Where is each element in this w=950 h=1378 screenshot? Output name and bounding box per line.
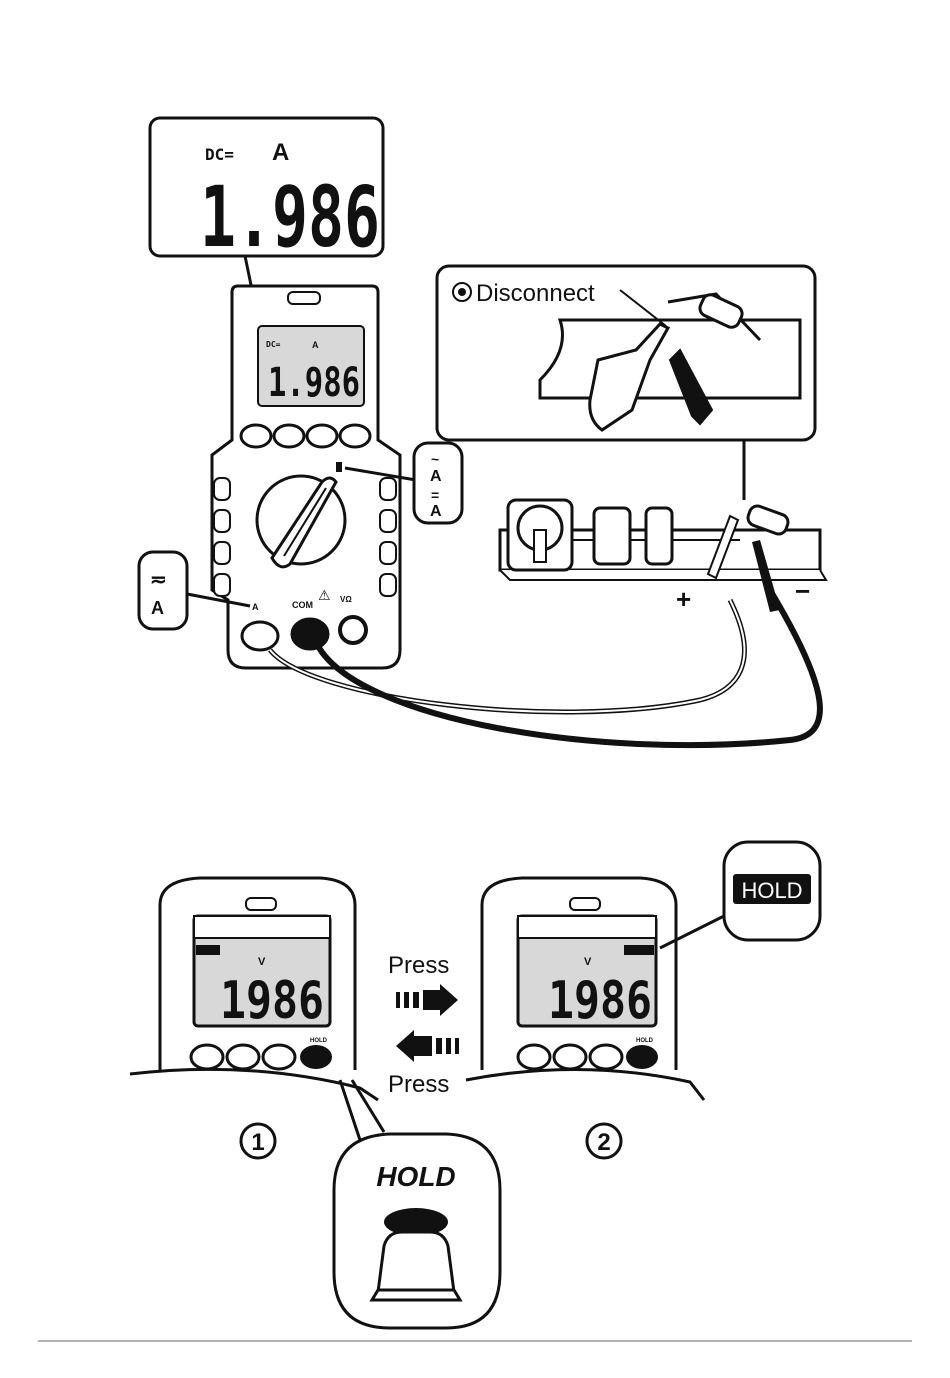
step2-hold-badge: HOLD <box>636 1038 654 1044</box>
meter-reading: 1.986 <box>268 360 360 406</box>
hold-callout-label: HOLD <box>376 1161 455 1192</box>
press-back-label: Press <box>388 1071 449 1098</box>
rotary-dial[interactable] <box>257 476 345 567</box>
step1-hold-button[interactable] <box>300 1045 332 1069</box>
step2-unit: V <box>584 956 592 968</box>
polarity-minus: − <box>795 576 810 606</box>
meter-button-4[interactable] <box>340 425 370 447</box>
step2-button-1[interactable] <box>518 1045 550 1069</box>
disconnect-callout: Disconnect <box>437 266 815 500</box>
step2-button-2[interactable] <box>554 1045 586 1069</box>
press-forward-label: Press <box>388 952 449 979</box>
callout-unit-label: A <box>272 139 289 166</box>
step-number-1: 1 <box>251 1129 264 1156</box>
meter-step-2: V 1986 HOLD <box>466 878 704 1100</box>
figure-dc-current: DC= A 1.986 DC= A <box>139 118 826 745</box>
step2-hold-button[interactable] <box>626 1045 658 1069</box>
multimeter: DC= A 1.986 A COM ⚠ VΩ <box>212 286 400 668</box>
meter-button-2[interactable] <box>274 425 304 447</box>
step1-button-1[interactable] <box>191 1045 223 1069</box>
rotary-ac-symbol: ~ <box>431 451 439 467</box>
jack-a[interactable] <box>242 622 278 650</box>
step1-button-2[interactable] <box>227 1045 259 1069</box>
step1-reading: 1986 <box>220 971 324 1031</box>
hold-button-callout: HOLD <box>334 1080 500 1328</box>
arrow-right-icon <box>396 984 458 1016</box>
callout-reading: 1.986 <box>200 168 380 266</box>
callout-mode-label: DC= <box>205 145 234 164</box>
step1-button-3[interactable] <box>263 1045 295 1069</box>
figure-hold: V 1986 HOLD Press <box>130 842 820 1328</box>
step2-reading: 1986 <box>548 971 652 1031</box>
step2-button-3[interactable] <box>590 1045 622 1069</box>
polarity-plus: + <box>676 584 691 614</box>
jack-vohm[interactable] <box>340 617 366 643</box>
step-number-2: 2 <box>597 1129 610 1156</box>
warning-icon: ⚠ <box>318 587 331 603</box>
hold-badge-label: HOLD <box>741 878 802 903</box>
step1-unit: V <box>258 956 266 968</box>
rotary-dc-symbol: = <box>431 487 439 503</box>
terminal-callout-symbol: ≂ <box>150 569 167 591</box>
terminal-a-label: A <box>252 602 259 612</box>
jack-com[interactable] <box>292 619 328 649</box>
meter-button-1[interactable] <box>241 425 271 447</box>
meter-mode-label: DC= <box>266 340 281 349</box>
disconnect-label: Disconnect <box>476 280 595 307</box>
press-arrows: Press Press <box>388 952 459 1098</box>
terminal-vohm-label: VΩ <box>340 595 352 604</box>
meter-unit-label: A <box>312 340 319 350</box>
rotary-dc-unit: A <box>430 503 442 520</box>
arrow-left-icon <box>396 1030 459 1062</box>
hold-badge-callout: HOLD <box>660 842 820 948</box>
terminal-com-label: COM <box>292 600 313 610</box>
step1-hold-badge: HOLD <box>310 1038 328 1044</box>
terminal-callout-unit: A <box>151 598 164 618</box>
rotary-ac-unit: A <box>430 468 442 485</box>
meter-button-3[interactable] <box>307 425 337 447</box>
meter-step-1: V 1986 HOLD <box>130 878 378 1100</box>
